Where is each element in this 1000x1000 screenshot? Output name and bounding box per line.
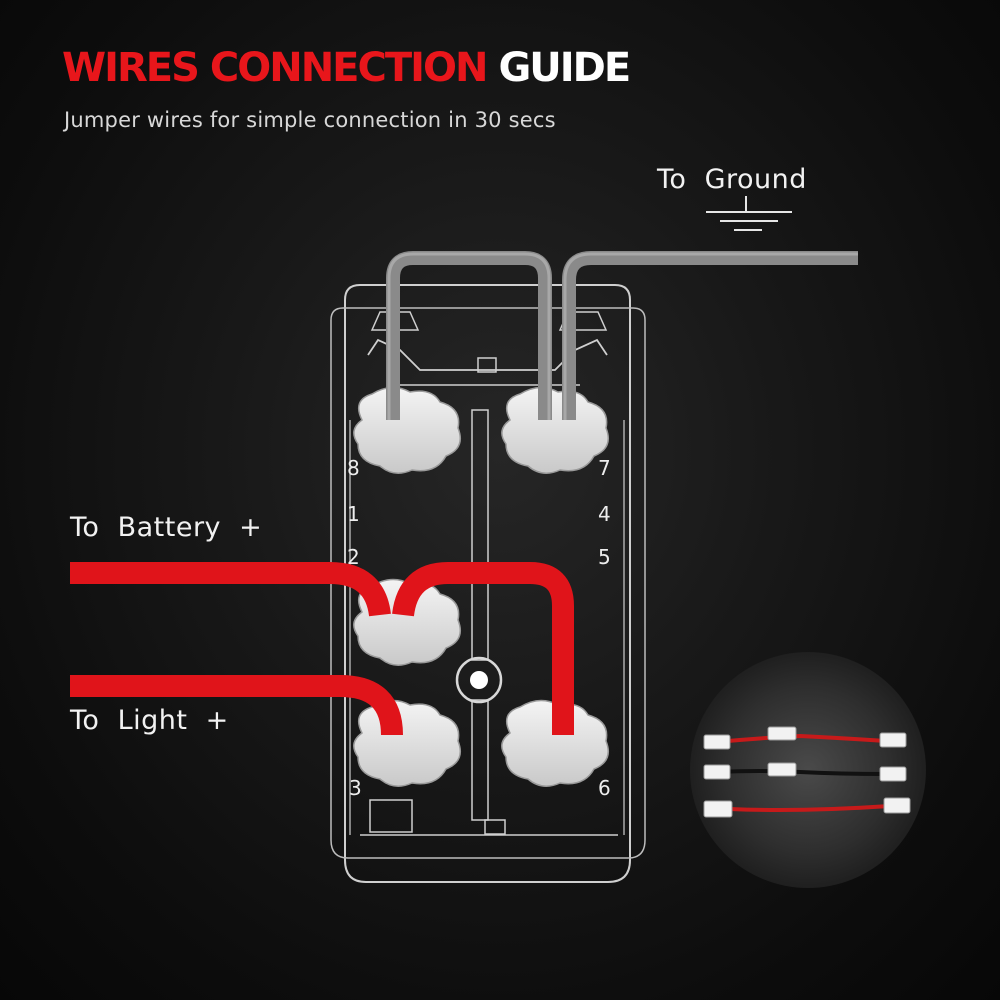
pin-number-8: 8 — [347, 456, 360, 480]
page-subtitle: Jumper wires for simple connection in 30… — [64, 108, 556, 132]
pin-number-3: 3 — [349, 776, 362, 800]
battery-wire — [70, 562, 391, 617]
light-label: To Light + — [70, 705, 229, 736]
terminal-3 — [353, 699, 461, 787]
title-white-part: GUIDE — [498, 45, 631, 91]
page-title: WIRES CONNECTION GUIDE — [62, 45, 631, 91]
title-red-part: WIRES CONNECTION — [62, 45, 489, 91]
pin-number-1: 1 — [347, 502, 360, 526]
center-led-hole — [455, 656, 503, 704]
ground-jumper-wires — [386, 251, 858, 420]
pin-number-6: 6 — [598, 776, 611, 800]
jumper-wires-inset — [690, 652, 926, 888]
rocker-switch-body — [330, 284, 646, 883]
ground-label: To Ground — [657, 164, 807, 195]
pin-number-5: 5 — [598, 545, 611, 569]
ground-symbol-icon — [706, 196, 792, 231]
pin-number-4: 4 — [598, 502, 611, 526]
battery-label: To Battery + — [70, 512, 263, 543]
terminal-8 — [353, 386, 461, 474]
terminal-7 — [501, 386, 609, 474]
pin-number-2: 2 — [347, 545, 360, 569]
pin-number-7: 7 — [598, 456, 611, 480]
jumper-wire-2-to-6 — [392, 562, 574, 735]
light-wire — [70, 675, 403, 736]
terminal-6 — [501, 699, 609, 787]
ground-wire-highlight — [387, 252, 858, 420]
